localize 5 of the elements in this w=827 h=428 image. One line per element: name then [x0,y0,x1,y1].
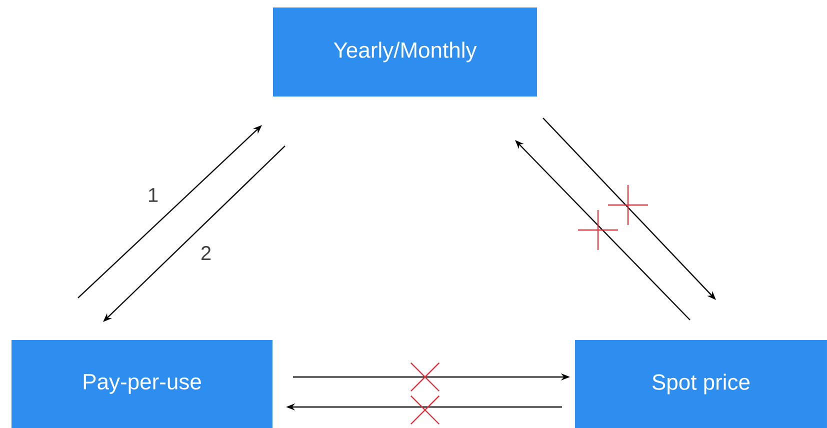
edge-label: 1 [146,187,160,203]
process-box: Yearly/Monthly [273,8,537,96]
process-box: Spot price [575,340,827,428]
process-box: Pay-per-use [12,340,272,428]
edge-label: 2 [199,245,213,261]
